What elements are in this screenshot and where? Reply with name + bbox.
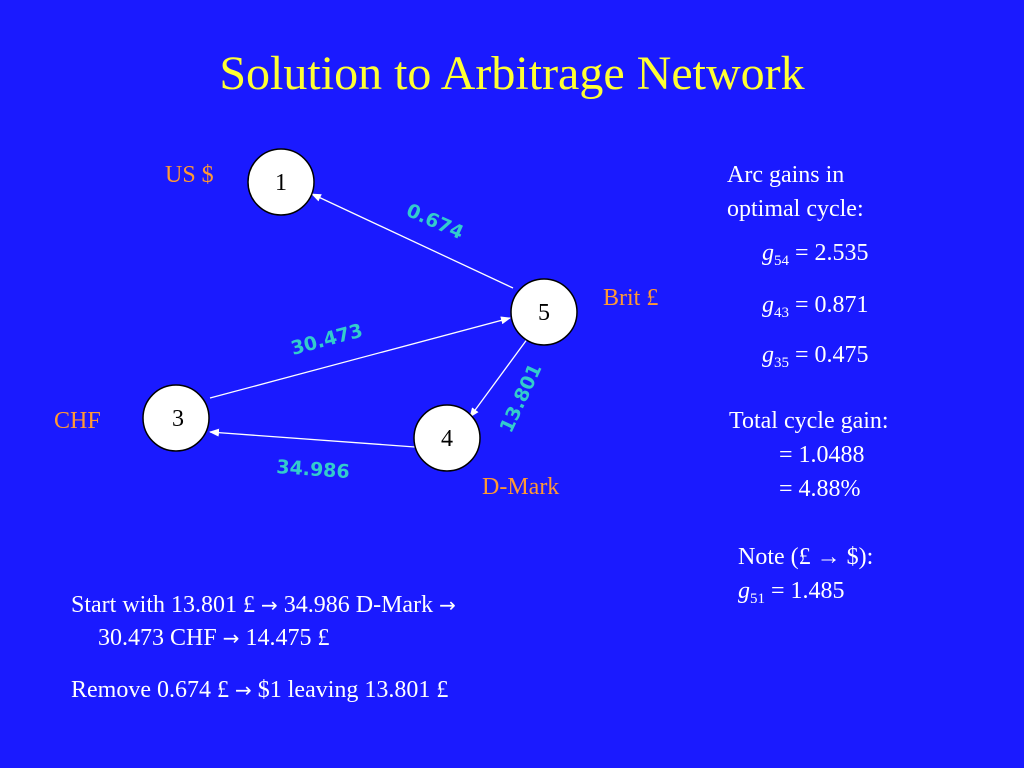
gains-heading: Arc gains in optimal cycle: bbox=[727, 158, 864, 226]
gain-value: = 0.475 bbox=[795, 342, 869, 368]
total-cycle-gain-value1: = 1.0488 bbox=[779, 442, 865, 468]
note-label: Note (£ → $): bbox=[738, 544, 874, 570]
node-3: 3 bbox=[142, 384, 210, 452]
start-with-part-c: 30.473 CHF bbox=[98, 625, 217, 651]
remove-part-b: $1 leaving 13.801 £ bbox=[257, 677, 449, 703]
remove-text: Remove 0.674 £ → $1 leaving 13.801 £ bbox=[71, 674, 448, 707]
start-with-part-b: 34.986 D-Mark bbox=[283, 592, 434, 618]
note-block: Note (£ → $): bbox=[738, 540, 873, 574]
arrow-right-icon: → bbox=[234, 678, 252, 702]
start-with-text: Start with 13.801 £ → 34.986 D-Mark → 30… bbox=[71, 589, 456, 655]
gain-value: = 1.485 bbox=[771, 578, 845, 604]
arrow-right-icon: → bbox=[222, 626, 240, 650]
node-1-label: 1 bbox=[275, 170, 287, 196]
node-4-label: 4 bbox=[441, 426, 453, 452]
gain-item-54: g54 = 2.535 bbox=[762, 236, 869, 278]
start-with-line1: Start with 13.801 £ → 34.986 D-Mark → bbox=[71, 589, 456, 622]
arrow-right-icon: → bbox=[261, 593, 278, 617]
total-cycle-gain-label: Total cycle gain: bbox=[729, 408, 889, 434]
total-cycle-gain: Total cycle gain: = 1.0488 = 4.88% bbox=[729, 404, 889, 506]
node-5: 5 bbox=[510, 278, 578, 346]
arc-label-4-3: 34.986 bbox=[276, 456, 351, 483]
start-with-line2: 30.473 CHF → 14.475 £ bbox=[71, 622, 456, 655]
gain-subscript: 54 bbox=[774, 253, 789, 269]
arc-label-3-5: 30.473 bbox=[289, 320, 366, 360]
gain-symbol: g bbox=[762, 240, 774, 266]
node-1: 1 bbox=[247, 148, 315, 216]
currency-label-chf: CHF bbox=[54, 408, 101, 434]
remove-part-a: Remove 0.674 £ bbox=[71, 677, 229, 703]
gain-item-43: g43 = 0.871 bbox=[762, 288, 869, 330]
total-cycle-gain-value2: = 4.88% bbox=[779, 476, 861, 502]
start-with-part-d: 14.475 £ bbox=[245, 625, 330, 651]
gain-symbol: g bbox=[738, 578, 750, 604]
gains-heading-line2: optimal cycle: bbox=[727, 196, 864, 222]
gains-heading-line1: Arc gains in bbox=[727, 162, 845, 188]
currency-label-brit-pound: Brit £ bbox=[603, 285, 658, 311]
gain-value: = 0.871 bbox=[795, 292, 869, 318]
currency-label-us-dollar: US $ bbox=[165, 162, 214, 188]
start-with-part-a: Start with 13.801 £ bbox=[71, 592, 255, 618]
arc-3-to-5 bbox=[209, 316, 511, 399]
node-5-label: 5 bbox=[538, 300, 550, 326]
currency-label-d-mark: D-Mark bbox=[482, 474, 559, 500]
gain-value: = 2.535 bbox=[795, 240, 869, 266]
note-gain: g51 = 1.485 bbox=[738, 574, 845, 616]
arc-4-to-3 bbox=[209, 428, 416, 448]
gain-subscript: 51 bbox=[750, 591, 765, 607]
arc-label-5-1: 0.674 bbox=[403, 199, 467, 244]
node-3-label: 3 bbox=[172, 406, 184, 432]
node-4: 4 bbox=[413, 404, 481, 472]
slide-title: Solution to Arbitrage Network bbox=[219, 47, 805, 100]
arc-5-to-4 bbox=[469, 337, 529, 418]
gain-item-35: g35 = 0.475 bbox=[762, 338, 869, 380]
arc-5-to-1 bbox=[311, 193, 514, 289]
arrow-right-icon: → bbox=[439, 593, 456, 617]
gain-subscript: 35 bbox=[774, 355, 789, 371]
gain-symbol: g bbox=[762, 292, 774, 318]
gain-symbol: g bbox=[762, 342, 774, 368]
gain-subscript: 43 bbox=[774, 305, 789, 321]
